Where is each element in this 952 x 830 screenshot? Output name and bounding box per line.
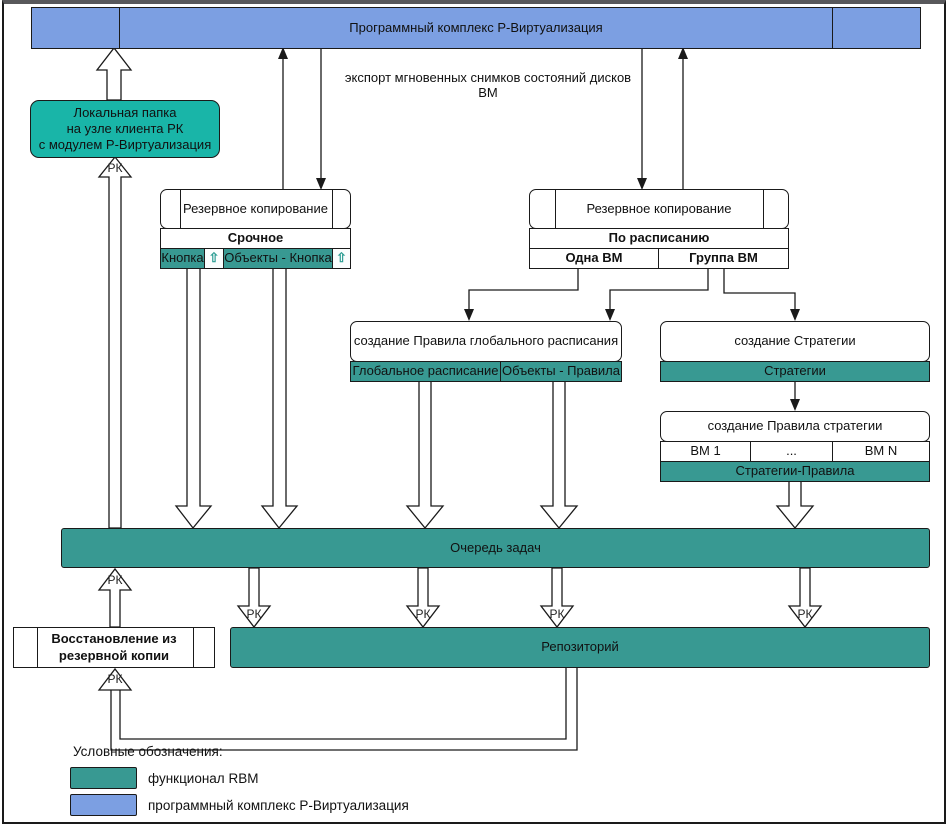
backup-urgent-title: Резервное копирование: [183, 200, 328, 216]
block-arrow-queue-to-localfolder: [97, 155, 133, 529]
legend-label-rbm: функционал RBM: [148, 770, 259, 786]
divider: [763, 190, 764, 228]
legend-title: Условные обозначения:: [73, 743, 223, 759]
block-arrow-knopka-to-queue: [174, 267, 213, 530]
rk-badge-repo-to-restore: РК: [107, 672, 123, 686]
block-arrow-localfolder-to-bar: [95, 46, 133, 101]
rk-badge-queue-repo-3: РК: [549, 607, 565, 621]
program-complex-label: Программный комплекс Р-Виртуализация: [349, 19, 603, 35]
upload-arrow-icon: ⇧: [332, 248, 351, 269]
block-arrow-strategy-rules-to-queue: [775, 480, 815, 530]
rk-badge-queue-repo-2: РК: [415, 607, 431, 621]
backup-urgent-title-box: Резервное копирование: [160, 189, 351, 229]
legend-swatch-complex: [70, 794, 137, 816]
bar-divider-right: [832, 8, 833, 48]
block-arrow-objects-knopka-to-queue: [260, 267, 299, 530]
local-folder-node: Локальная папка на узле клиента РК с мод…: [30, 100, 220, 158]
block-arrow-queue-to-repo-3: [539, 567, 575, 629]
restore-box: Восстановление из резервной копии: [13, 627, 215, 668]
rk-badge-queue-repo-4: РК: [797, 607, 813, 621]
cell-objects-knopka: Объекты - Кнопка: [223, 248, 333, 269]
block-arrow-queue-to-repo-4: [787, 567, 823, 629]
strategy-rule-title-box: создание Правила стратегии: [660, 411, 930, 442]
cell-objects-rules: Объекты - Правила: [500, 361, 622, 382]
arrow-backup-urgent-to-bar: [278, 47, 288, 189]
cell-strategies: Стратегии: [660, 361, 930, 382]
restore-line1: Восстановление из: [51, 631, 177, 647]
local-folder-line1: Локальная папка: [73, 104, 177, 120]
strategy-title-box: создание Стратегии: [660, 321, 930, 362]
program-complex-bar: Программный комплекс Р-Виртуализация: [31, 7, 921, 49]
legend-swatch-rbm: [70, 767, 137, 789]
backup-urgent-mode: Срочное: [160, 228, 351, 249]
arrow-backup-scheduled-to-bar: [678, 47, 688, 189]
backup-scheduled-mode: По расписанию: [529, 228, 789, 249]
rk-badge-localfolder: РК: [107, 161, 123, 175]
bar-divider-left: [119, 8, 120, 48]
global-rule-title-box: создание Правила глобального расписания: [350, 321, 622, 362]
connector-gruppa-vm-to-strategy: [723, 268, 800, 321]
cell-vmN: ВМ N: [832, 441, 930, 462]
legend-label-complex: программный комплекс Р-Виртуализация: [148, 797, 409, 813]
block-arrow-queue-to-repo-1: [236, 567, 272, 629]
arrow-strategy-to-strategy-rule: [790, 381, 800, 411]
connector-odna-vm-to-global-rule: [464, 268, 579, 321]
divider: [555, 190, 556, 228]
backup-scheduled-title-box: Резервное копирование: [529, 189, 789, 229]
repository-bar: Репозиторий: [230, 627, 930, 668]
arrow-bar-to-backup-urgent: [316, 48, 326, 190]
cell-gruppa-vm: Группа ВМ: [658, 248, 789, 269]
block-arrow-queue-to-repo-2: [405, 567, 441, 629]
divider: [37, 628, 38, 667]
restore-line2: резервной копии: [58, 647, 170, 663]
local-folder-line3: с модулем Р-Виртуализация: [38, 137, 212, 153]
export-snapshots-caption: экспорт мгновенных снимков состояний дис…: [344, 70, 632, 100]
cell-vm1: ВМ 1: [660, 441, 751, 462]
cell-global-schedule: Глобальное расписание: [350, 361, 501, 382]
cell-vm-ellipsis: ...: [750, 441, 833, 462]
divider: [193, 628, 194, 667]
block-arrow-restore-to-queue: [97, 567, 133, 628]
task-queue-bar: Очередь задач: [61, 528, 930, 568]
rk-badge-restore-to-queue: РК: [107, 573, 123, 587]
cell-knopka: Кнопка: [160, 248, 205, 269]
backup-scheduled-title: Резервное копирование: [586, 200, 732, 216]
divider: [180, 190, 181, 228]
connector-gruppa-vm-to-global-rule: [605, 268, 709, 321]
cell-odna-vm: Одна ВМ: [529, 248, 659, 269]
cell-strategy-rules: Стратегии-Правила: [660, 461, 930, 482]
pipe-repo-to-restore: [110, 668, 578, 751]
divider: [332, 190, 333, 228]
arrow-bar-to-backup-scheduled: [637, 48, 647, 190]
upload-arrow-icon: ⇧: [204, 248, 224, 269]
block-arrow-objects-rules-to-queue: [539, 380, 579, 530]
rk-badge-queue-repo-1: РК: [246, 607, 262, 621]
block-arrow-global-schedule-to-queue: [405, 380, 445, 530]
block-arrowhead-repo-to-restore: [97, 667, 133, 691]
local-folder-line2: на узле клиента РК: [66, 120, 184, 136]
